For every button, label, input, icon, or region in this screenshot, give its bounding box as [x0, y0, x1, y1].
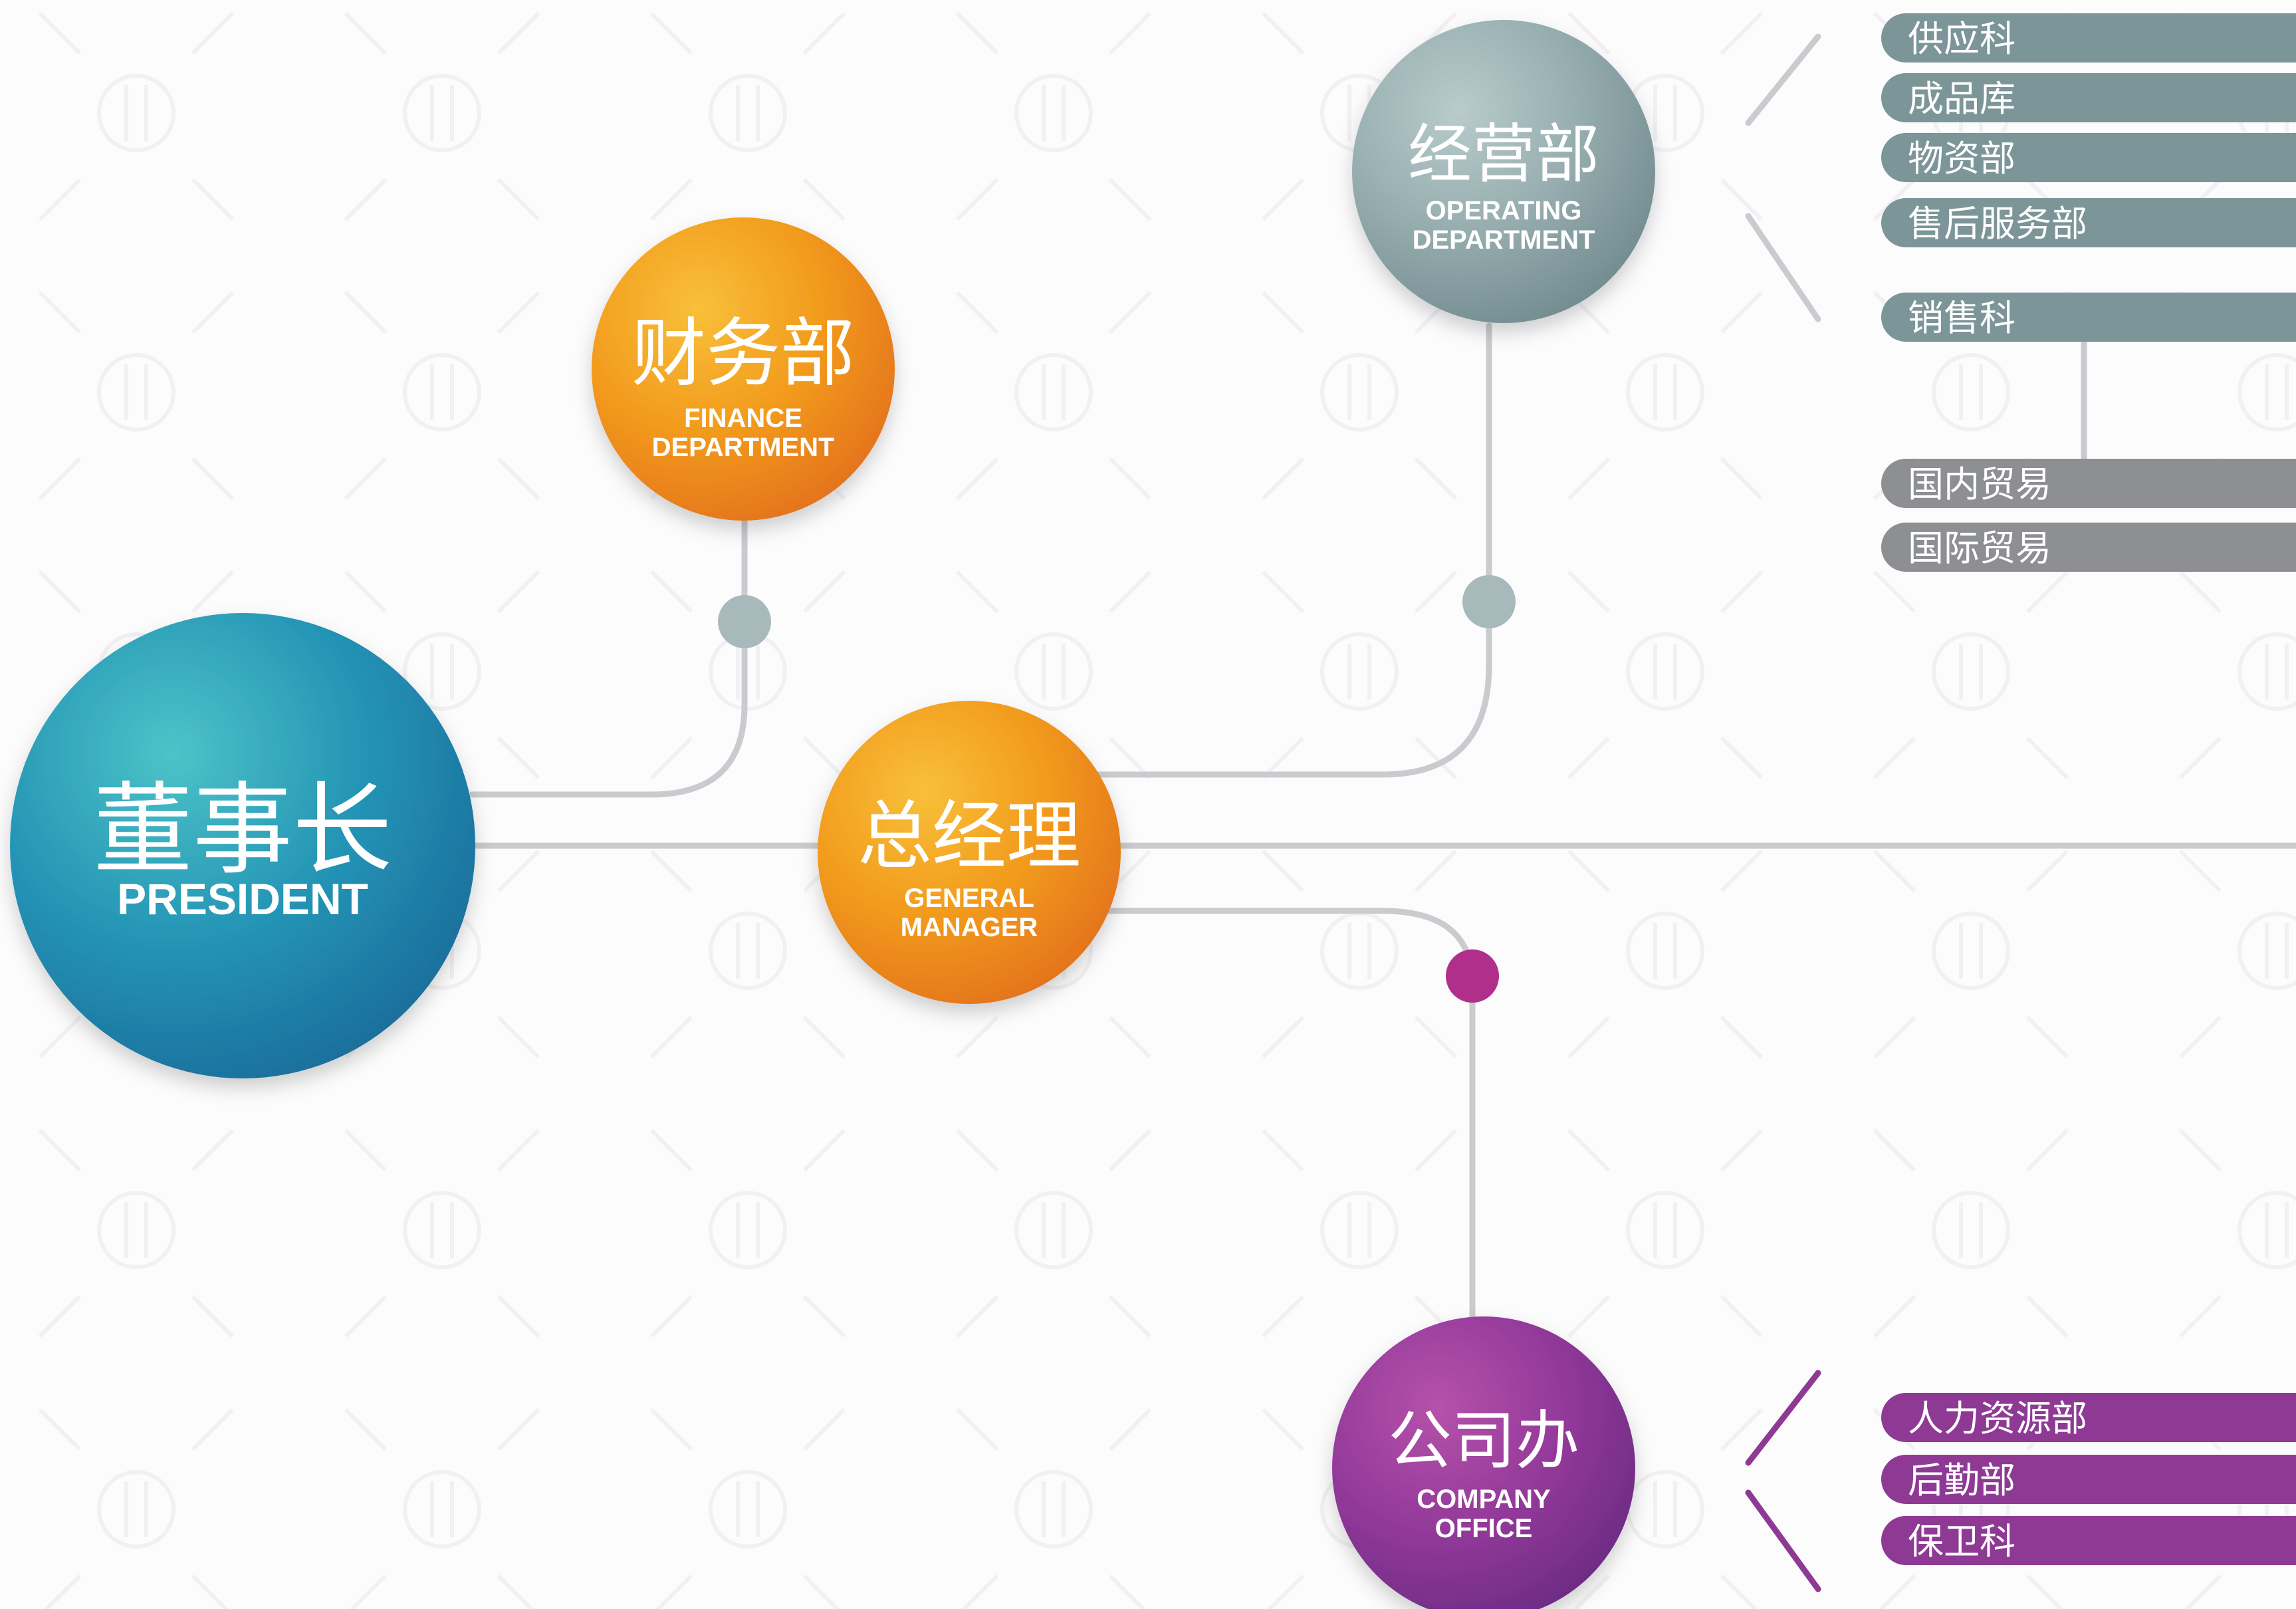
finance-title-en-1: FINANCE [684, 404, 802, 433]
unit-tag-bg [1881, 1393, 2296, 1442]
unit-tag[interactable]: 后勤部 [1881, 1455, 2296, 1504]
unit-tag-label: 国际贸易 [1908, 527, 2051, 569]
unit-tag-label: 国内贸易 [1908, 463, 2051, 505]
finance-connector [469, 509, 748, 798]
node-operating[interactable]: 经营部 OPERATING DEPARTMENT [1352, 20, 1655, 323]
unit-tag-bg [1881, 73, 2296, 122]
finance-title-en-2: DEPARTMENT [652, 433, 835, 462]
sales-units: 国内贸易 国际贸易 [1881, 459, 2296, 572]
office-circle [1332, 1316, 1635, 1609]
operating-connector [1093, 322, 1492, 778]
node-general-manager[interactable]: 总经理 GENERAL MANAGER [818, 701, 1121, 1004]
connectors [469, 33, 2296, 1592]
unit-tag-label: 后勤部 [1908, 1459, 2015, 1501]
unit-tag[interactable]: 供应科 [1881, 13, 2296, 62]
operating-title-cn: 经营部 [1408, 117, 1599, 191]
general-manager-title-en-2: MANAGER [901, 913, 1038, 942]
unit-tag[interactable]: 保卫科 [1881, 1516, 2296, 1565]
general-manager-title-en-1: GENERAL [904, 884, 1034, 913]
unit-tag-label: 人力资源部 [1908, 1398, 2087, 1439]
unit-tag-bg [1881, 133, 2296, 182]
general-manager-title-cn: 总经理 [858, 793, 1081, 880]
unit-tag[interactable]: 售后服务部 [1881, 198, 2296, 247]
unit-tag-label: 销售科 [1908, 297, 2015, 339]
operating-branch-lower [1745, 213, 1821, 322]
unit-tag[interactable]: 国内贸易 [1881, 459, 2296, 508]
node-company-office[interactable]: 公司办 COMPANY OFFICE [1332, 1316, 1635, 1609]
unit-tag[interactable]: 成品库 [1881, 73, 2296, 122]
finance-title-cn: 财务部 [631, 310, 855, 397]
node-finance[interactable]: 财务部 FINANCE DEPARTMENT [592, 217, 895, 521]
unit-tag-bg [1881, 293, 2296, 342]
president-title-en: PRESIDENT [117, 874, 368, 924]
node-president[interactable]: 董事长 PRESIDENT [10, 613, 475, 1078]
unit-tag-label: 成品库 [1908, 78, 2015, 120]
unit-tag[interactable]: 销售科 [1881, 293, 2296, 342]
president-title-cn: 董事长 [93, 773, 392, 888]
office-junction-dot [1446, 949, 1499, 1003]
office-units: 人力资源部 后勤部 保卫科 [1881, 1393, 2296, 1565]
unit-tag-bg [1881, 1455, 2296, 1504]
unit-tag-bg [1881, 523, 2296, 572]
operating-junction-dot [1462, 575, 1516, 628]
office-branch-lower [1745, 1489, 1821, 1592]
office-title-en-1: COMPANY [1417, 1485, 1551, 1514]
unit-tag[interactable]: 国际贸易 [1881, 523, 2296, 572]
operating-title-en-1: OPERATING [1426, 196, 1582, 225]
unit-tag[interactable]: 物资部 [1881, 133, 2296, 182]
unit-tag-label: 保卫科 [1908, 1521, 2015, 1562]
finance-junction-dot [718, 595, 771, 648]
unit-tag-bg [1881, 13, 2296, 62]
office-title-cn: 公司办 [1388, 1404, 1579, 1478]
unit-tag-bg [1881, 1516, 2296, 1565]
unit-tag-label: 售后服务部 [1908, 203, 2087, 245]
operating-circle [1352, 20, 1655, 323]
office-branch-upper [1745, 1370, 1821, 1466]
unit-tag[interactable]: 人力资源部 [1881, 1393, 2296, 1442]
president-circle [10, 613, 475, 1078]
office-title-en-2: OFFICE [1435, 1514, 1533, 1543]
unit-tag-label: 供应科 [1908, 18, 2015, 60]
operating-title-en-2: DEPARTMENT [1413, 225, 1595, 255]
operating-branch-upper [1745, 33, 1821, 126]
unit-tag-bg [1881, 198, 2296, 247]
operating-units: 供应科 成品库 物资部 售后服务部 销售科 [1881, 13, 2296, 342]
unit-tag-bg [1881, 459, 2296, 508]
finance-circle [592, 217, 895, 521]
unit-tag-label: 物资部 [1908, 138, 2015, 180]
general-manager-circle [818, 701, 1121, 1004]
